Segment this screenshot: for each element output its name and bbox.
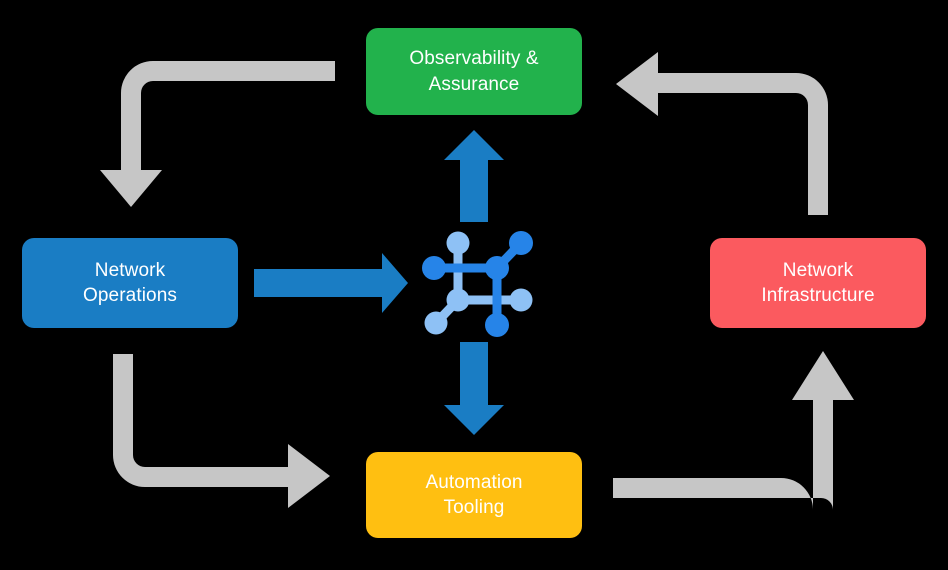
node-box-observability[interactable]: Observability & Assurance [366, 28, 582, 115]
arrow-operations-to-center [254, 253, 408, 313]
arrow-automation-to-infrastructure [613, 351, 854, 510]
node-label-network-infrastructure: Network Infrastructure [761, 259, 875, 306]
arrow-operations-to-automation [113, 354, 330, 508]
arrow-observability-to-operations [100, 61, 335, 207]
arrow-center-to-automation [444, 342, 504, 435]
arrow-infrastructure-to-observability [616, 52, 828, 215]
arrow-center-to-observability [444, 130, 504, 222]
node-box-automation-tooling[interactable]: Automation Tooling [366, 452, 582, 538]
network-topology-icon [422, 231, 533, 337]
node-label-network-operations: Network Operations [83, 259, 177, 306]
node-label-automation-tooling: Automation Tooling [425, 471, 523, 518]
node-box-network-operations[interactable]: Network Operations [22, 238, 238, 328]
node-label-observability: Observability & Assurance [409, 48, 539, 95]
node-box-network-infrastructure[interactable]: Network Infrastructure [710, 238, 926, 328]
